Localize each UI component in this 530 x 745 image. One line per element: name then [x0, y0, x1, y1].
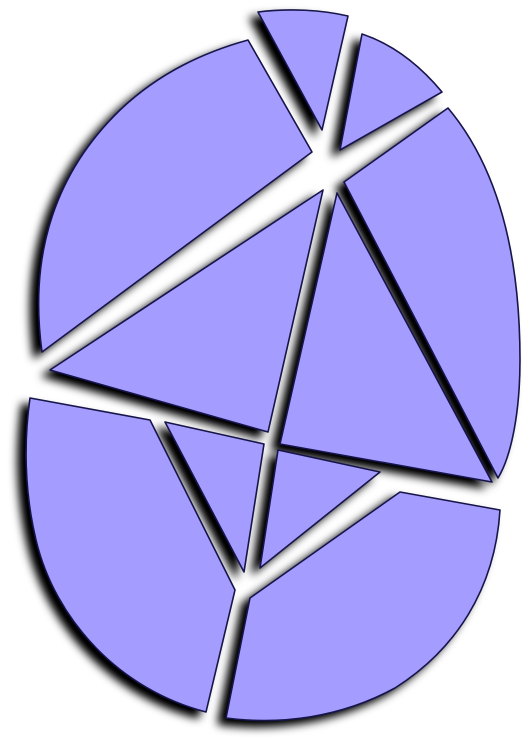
egg-puzzle-svg — [0, 0, 530, 745]
egg-puzzle-figure — [0, 0, 530, 745]
